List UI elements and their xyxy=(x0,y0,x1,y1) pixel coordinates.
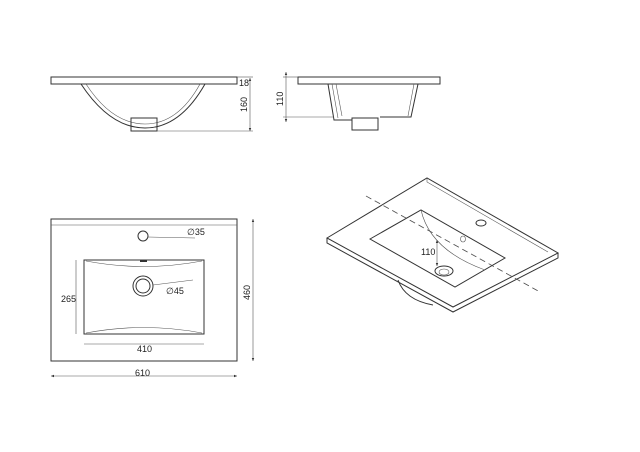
iso-basin xyxy=(368,209,507,288)
basin-outline xyxy=(83,259,205,335)
iso-bowl-underside xyxy=(397,279,434,306)
front-slab xyxy=(50,76,238,85)
iso-dim-label: 110 xyxy=(421,247,435,257)
iso-back-lip xyxy=(426,178,549,253)
drain-label: ∅45 xyxy=(166,286,184,296)
side-view: 110 xyxy=(275,72,441,131)
front-dim-depth: 160 xyxy=(239,97,249,112)
drain-outer xyxy=(132,275,154,297)
drain-inner xyxy=(135,278,151,294)
iso-top-surface xyxy=(325,177,560,308)
basin-curves xyxy=(85,260,203,334)
iso-basin-curve xyxy=(420,209,486,271)
side-bowl xyxy=(327,83,419,121)
front-bowl-inner xyxy=(85,83,201,125)
tap-hole-label: ∅35 xyxy=(187,227,205,237)
front-view: 18 160 xyxy=(50,76,253,132)
iso-slab-edge xyxy=(326,238,559,313)
centerline xyxy=(365,195,541,293)
iso-overflow xyxy=(460,235,466,243)
side-drain xyxy=(351,117,379,131)
front-dim-rim: 18 xyxy=(239,78,249,88)
tap-hole-leader xyxy=(147,236,196,239)
centerline-over xyxy=(365,195,541,293)
front-bowl-outer xyxy=(80,83,206,129)
iso-tap-hole xyxy=(475,219,487,227)
iso-drain xyxy=(434,265,454,277)
side-dim-height: 110 xyxy=(275,92,285,106)
side-slab xyxy=(297,76,441,85)
basin-width-label: 410 xyxy=(137,344,152,354)
overall-depth-label: 460 xyxy=(242,285,252,300)
drain-leader xyxy=(152,279,194,286)
tap-hole xyxy=(137,230,149,242)
basin-depth-label: 265 xyxy=(61,294,76,304)
plan-view: ∅35 ∅45 265 410 460 610 xyxy=(50,218,255,378)
overall-width-label: 610 xyxy=(135,368,150,378)
iso-drain-inner xyxy=(438,268,450,276)
side-bowl-inner xyxy=(331,83,415,119)
front-drain xyxy=(130,117,158,132)
iso-view: 110 xyxy=(325,177,560,313)
plan-outline xyxy=(50,218,238,362)
overflow-slot xyxy=(140,260,147,262)
